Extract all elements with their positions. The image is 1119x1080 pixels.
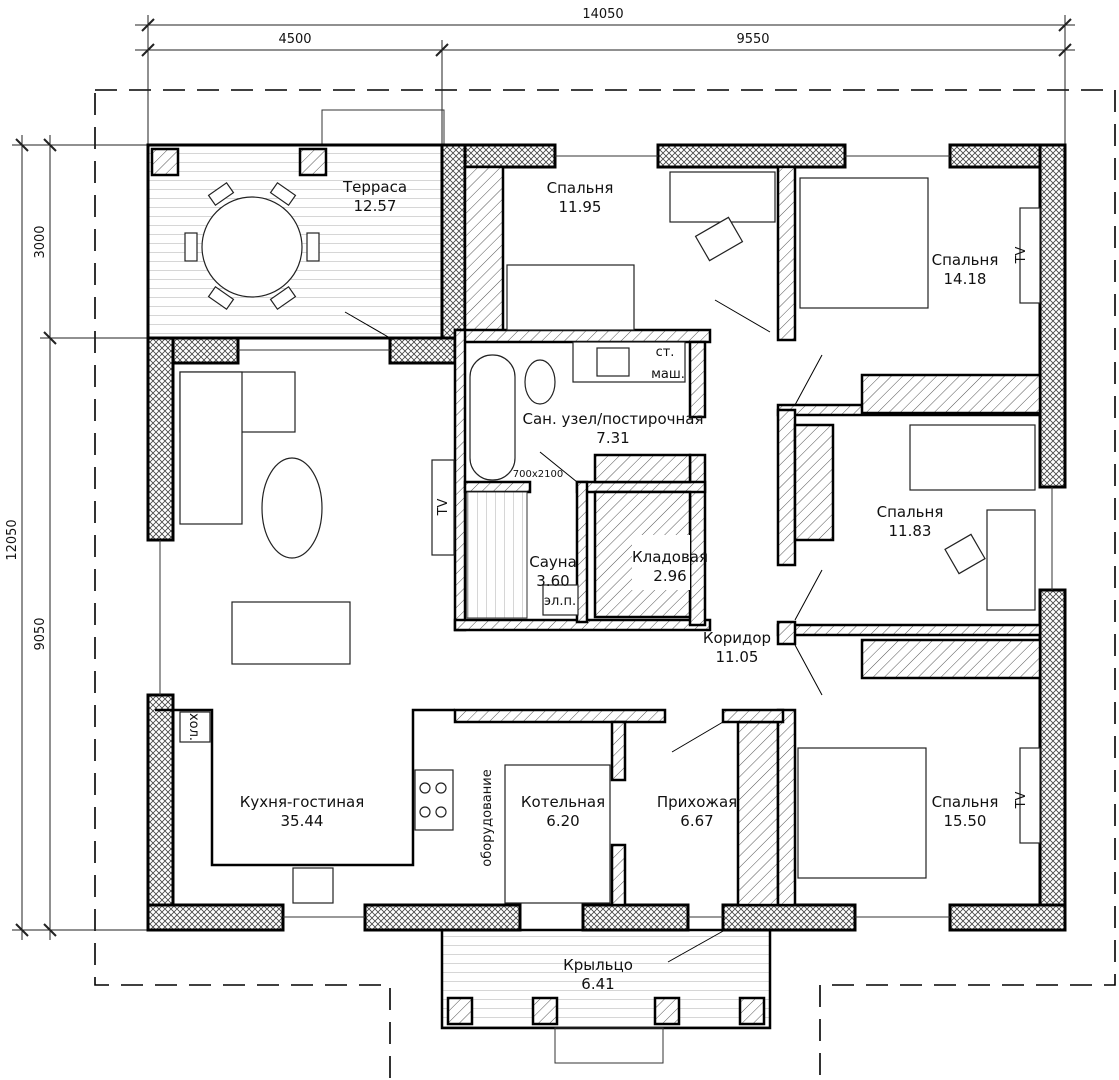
terrace-area: 12.57 — [354, 197, 397, 215]
storage-name: Кладовая — [632, 548, 708, 566]
equipment-label: оборудование — [480, 769, 495, 866]
bathroom-area: 7.31 — [596, 429, 629, 447]
dim-top-height: 3000 — [33, 225, 48, 258]
furniture — [179, 171, 1041, 963]
bedroom1-name: Спальня — [547, 179, 614, 197]
porch-name: Крыльцо — [563, 956, 633, 974]
tv-label-bedroom4: TV — [1014, 791, 1029, 809]
bathroom-name: Сан. узел/постирочная — [522, 410, 703, 428]
fridge-label: хол. — [186, 713, 201, 741]
storage-area: 2.96 — [653, 567, 686, 585]
roof-outline — [94, 89, 1116, 1078]
dim-bottom-height: 9050 — [33, 617, 48, 650]
kitchen-name: Кухня-гостиная — [240, 793, 364, 811]
dim-total-height: 12050 — [5, 519, 20, 560]
bedroom3-area: 11.83 — [889, 522, 932, 540]
bedroom2-area: 14.18 — [944, 270, 987, 288]
tv-label-bedroom2: TV — [1014, 246, 1029, 264]
terrace — [146, 109, 445, 340]
exterior-walls — [146, 143, 1067, 932]
tv-label-living: TV — [436, 498, 451, 516]
heater-label: эл.п. — [544, 594, 576, 609]
porch-area: 6.41 — [581, 975, 614, 993]
dim-total-width: 14050 — [582, 7, 623, 22]
washer-label-1: ст. — [656, 345, 675, 360]
fixture-labels: ст. маш. 700x2100 эл.п. хол. оборудовани… — [186, 246, 1029, 866]
corridor-name: Коридор — [703, 629, 771, 647]
bedroom2-name: Спальня — [932, 251, 999, 269]
bedroom4-name: Спальня — [932, 793, 999, 811]
terrace-name: Терраса — [342, 178, 407, 196]
sauna-area: 3.60 — [536, 572, 569, 590]
porch — [440, 928, 772, 1064]
boiler-area: 6.20 — [546, 812, 579, 830]
kitchen-area: 35.44 — [281, 812, 324, 830]
hallway-area: 6.67 — [680, 812, 713, 830]
door-size-label: 700x2100 — [513, 469, 563, 480]
room-labels: Терраса 12.57 Спальня 11.95 Спальня 14.1… — [240, 178, 999, 993]
boiler-name: Котельная — [521, 793, 605, 811]
dimension-lines — [12, 15, 1075, 940]
sauna-name: Сауна — [529, 553, 577, 571]
washer-label-2: маш. — [651, 367, 685, 382]
bedroom4-area: 15.50 — [944, 812, 987, 830]
interior-walls — [155, 165, 1042, 907]
dim-left-width: 4500 — [278, 32, 311, 47]
bedroom3-name: Спальня — [877, 503, 944, 521]
dim-right-width: 9550 — [736, 32, 769, 47]
hallway-name: Прихожая — [657, 793, 737, 811]
corridor-area: 11.05 — [716, 648, 759, 666]
bedroom1-area: 11.95 — [559, 198, 602, 216]
